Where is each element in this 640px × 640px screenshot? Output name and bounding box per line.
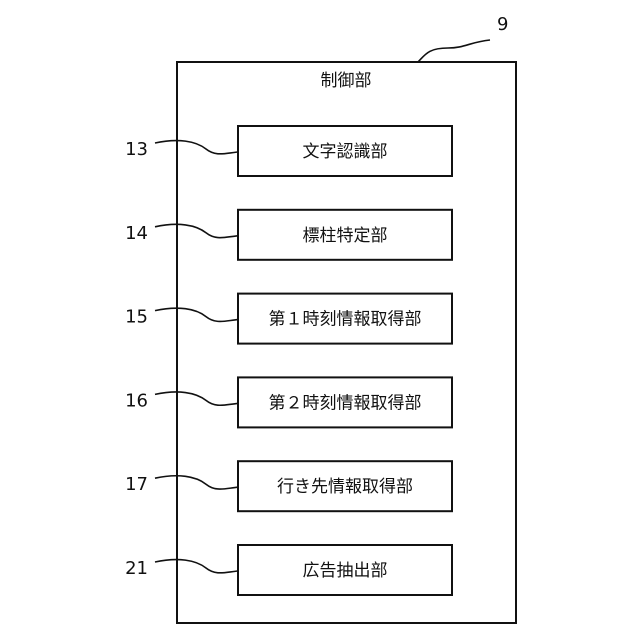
block-label: 行き先情報取得部 [277, 477, 413, 497]
block-reference-numeral: 14 [125, 223, 148, 244]
outer-reference-numeral: 9 [497, 14, 508, 35]
block-label: 広告抽出部 [303, 561, 388, 581]
block-label: 第１時刻情報取得部 [269, 310, 422, 330]
block-reference-numeral: 16 [125, 390, 148, 411]
block-reference-numeral: 17 [125, 474, 148, 495]
block-reference-numeral: 21 [125, 558, 148, 579]
outer-leader-line [418, 40, 490, 62]
block-3: 第１時刻情報取得部 15 [125, 294, 452, 344]
block-reference-numeral: 13 [125, 139, 148, 160]
block-6: 広告抽出部 21 [125, 545, 452, 595]
block-label: 文字認識部 [303, 142, 388, 162]
block-leader-line [155, 224, 238, 237]
block-2: 標柱特定部 14 [125, 210, 452, 260]
block-5: 行き先情報取得部 17 [125, 461, 452, 511]
blocks-layer: 文字認識部 13 標柱特定部 14 第１時刻情報取得部 15 第２時刻情報取得部 16 行き先情… [125, 126, 452, 595]
block-leader-line [155, 141, 238, 154]
block-label: 第２時刻情報取得部 [269, 393, 422, 413]
block-leader-line [155, 560, 238, 573]
block-4: 第２時刻情報取得部 16 [125, 377, 452, 427]
outer-box-title: 制御部 [321, 71, 372, 91]
block-label: 標柱特定部 [303, 226, 388, 246]
block-reference-numeral: 15 [125, 307, 148, 328]
block-leader-line [155, 476, 238, 489]
block-leader-line [155, 392, 238, 405]
block-1: 文字認識部 13 [125, 126, 452, 176]
block-leader-line [155, 308, 238, 321]
